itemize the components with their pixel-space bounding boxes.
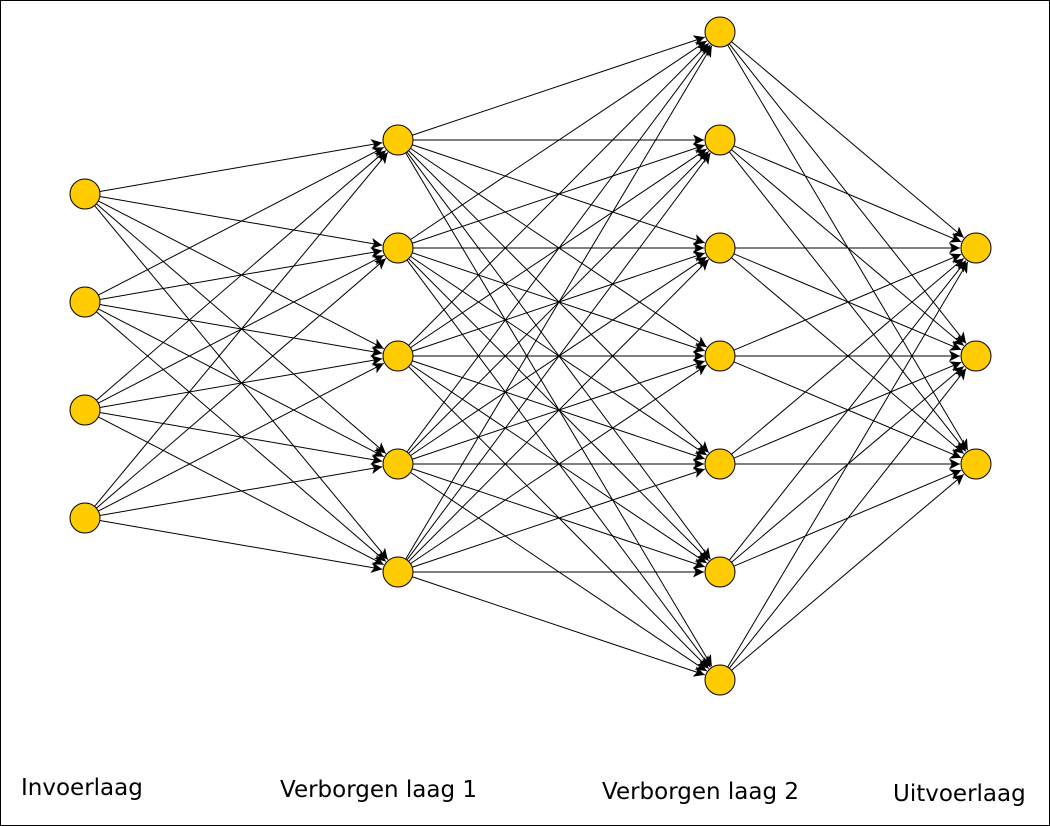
neuron-layer-3-node-1 bbox=[960, 340, 992, 372]
connection-l1-n4-to-l2-n6 bbox=[412, 576, 705, 677]
connection-l0-n1-to-l1-n0 bbox=[98, 146, 385, 296]
neuron-layer-1-node-1 bbox=[382, 232, 414, 264]
connection-l0-n3-to-l1-n1 bbox=[96, 258, 387, 509]
layer-label-hidden-1: Verborgen laag 1 bbox=[280, 777, 478, 803]
neuron-layer-1-node-0 bbox=[382, 124, 414, 156]
connection-l1-n0-to-l2-n0 bbox=[412, 35, 705, 136]
connection-l0-n3-to-l1-n3 bbox=[99, 463, 383, 516]
neuron-layer-0-node-3 bbox=[69, 502, 101, 534]
neuron-layer-3-node-2 bbox=[960, 448, 992, 480]
connection-l0-n3-to-l1-n4 bbox=[99, 520, 383, 573]
connection-l0-n3-to-l1-n2 bbox=[98, 362, 385, 512]
connections bbox=[94, 35, 969, 677]
connection-l0-n3-to-l1-n0 bbox=[94, 152, 389, 507]
connection-l2-n0-to-l3-n0 bbox=[731, 41, 965, 239]
neuron-layer-2-node-5 bbox=[704, 556, 736, 588]
connection-l2-n3-to-l3-n0 bbox=[733, 253, 962, 351]
layer-label-output: Uitvoerlaag bbox=[893, 781, 1026, 807]
connection-l2-n6-to-l3-n1 bbox=[728, 368, 967, 669]
connection-l1-n1-to-l2-n0 bbox=[410, 40, 707, 241]
neuron-layer-0-node-1 bbox=[69, 286, 101, 318]
neuron-layer-0-node-0 bbox=[69, 178, 101, 210]
connection-l2-n6-to-l3-n2 bbox=[731, 473, 965, 671]
connection-l2-n5-to-l3-n0 bbox=[728, 260, 967, 561]
connection-l1-n4-to-l2-n3 bbox=[410, 364, 707, 565]
neuron-layer-2-node-4 bbox=[704, 448, 736, 480]
neuron-layer-3-node-0 bbox=[960, 232, 992, 264]
connection-l1-n4-to-l2-n1 bbox=[406, 152, 711, 561]
connection-l1-n4-to-l2-n0 bbox=[405, 45, 713, 560]
connection-l1-n4-to-l2-n2 bbox=[408, 258, 710, 562]
connection-l1-n4-to-l2-n4 bbox=[412, 467, 705, 568]
connection-l1-n3-to-l2-n0 bbox=[406, 44, 711, 453]
neuron-layer-2-node-0 bbox=[704, 16, 736, 48]
connection-l2-n4-to-l3-n0 bbox=[731, 257, 965, 455]
neuron-layer-2-node-1 bbox=[704, 124, 736, 156]
connection-l1-n2-to-l2-n0 bbox=[408, 42, 710, 346]
connection-l0-n2-to-l1-n0 bbox=[96, 150, 387, 401]
neuron-layer-0-node-2 bbox=[69, 394, 101, 426]
connection-l0-n0-to-l1-n0 bbox=[99, 139, 383, 192]
neurons bbox=[69, 16, 992, 696]
neuron-layer-2-node-3 bbox=[704, 340, 736, 372]
neuron-layer-1-node-3 bbox=[382, 448, 414, 480]
connection-l2-n6-to-l3-n0 bbox=[727, 261, 969, 668]
layer-label-input: Invoerlaag bbox=[21, 775, 143, 801]
neuron-layer-2-node-2 bbox=[704, 232, 736, 264]
connection-l2-n1-to-l3-n0 bbox=[733, 145, 962, 243]
neuron-layer-1-node-2 bbox=[382, 340, 414, 372]
layer-label-hidden-2: Verborgen laag 2 bbox=[602, 779, 800, 805]
neuron-layer-2-node-6 bbox=[704, 664, 736, 696]
neuron-layer-1-node-4 bbox=[382, 556, 414, 588]
